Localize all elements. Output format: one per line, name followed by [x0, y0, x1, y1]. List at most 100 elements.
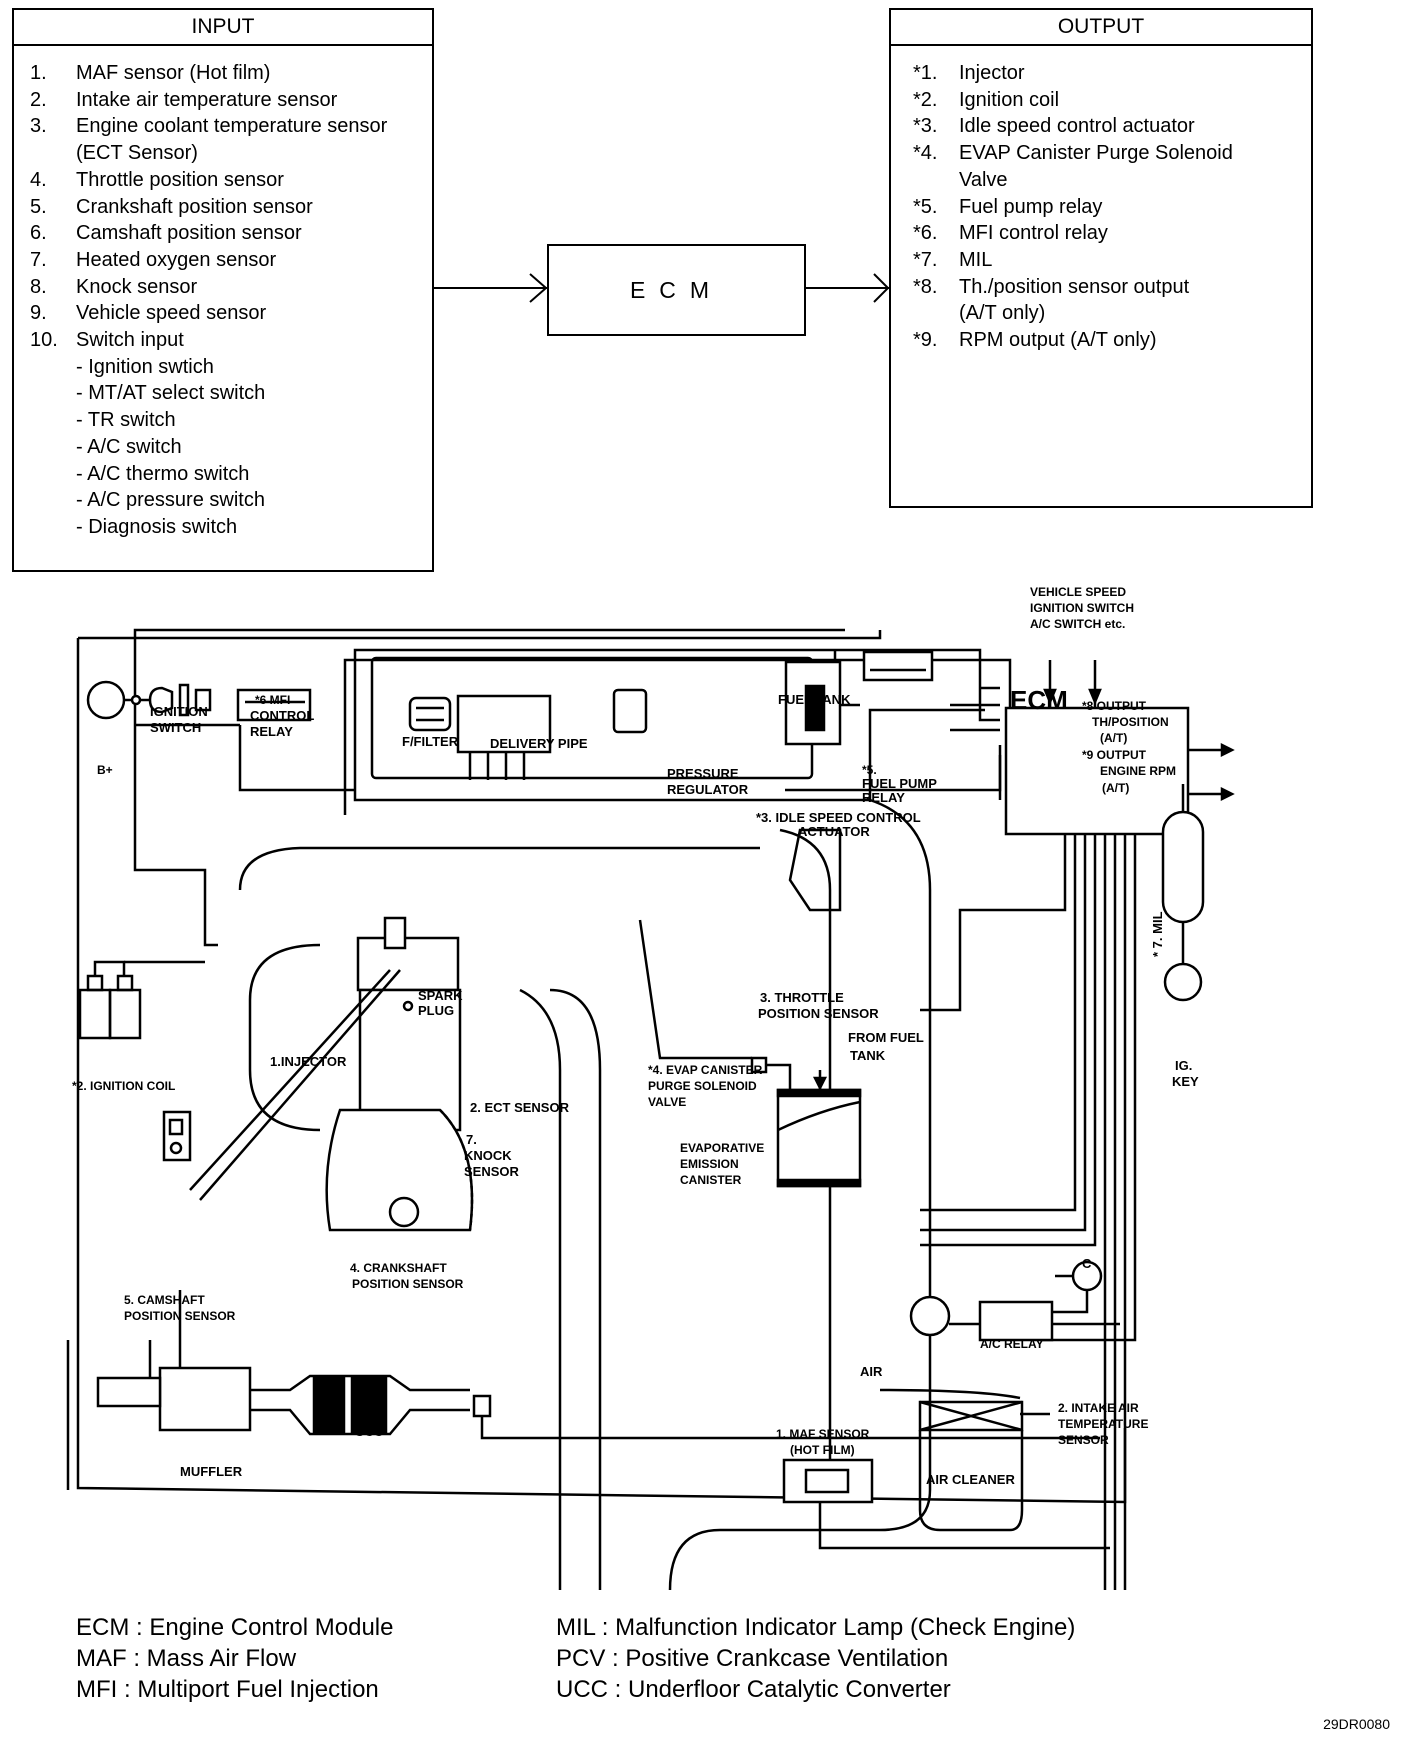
list-item-number	[913, 300, 959, 327]
list-item-text: Intake air temperature sensor	[76, 88, 338, 111]
abbr-maf: MAF : Mass Air Flow	[76, 1645, 297, 1672]
list-item: 7. Heated oxygen sensor	[30, 247, 432, 274]
list-item: 9.Vehicle speed sensor	[30, 300, 432, 327]
catalytic-converter	[250, 1374, 470, 1436]
list-item: 5. Crankshaft position sensor	[30, 194, 432, 221]
ecm-input-wires	[920, 834, 1167, 1590]
throttle-body	[788, 828, 842, 912]
input-list: 1. MAF sensor (Hot film) 2. Intake air temp…	[14, 46, 432, 541]
abbr-pcv: PCV : Positive Crankcase Ventilation	[556, 1645, 949, 1672]
ignition-coil-pack	[78, 960, 205, 1040]
list-item: - A/C thermo switch	[30, 461, 432, 488]
list-item-number: *1.	[913, 62, 938, 84]
mil-lamp	[1161, 810, 1205, 924]
list-item-number: *2.	[913, 88, 938, 111]
list-item-number: 8.	[30, 275, 47, 298]
list-item-text: MAF sensor (Hot film)	[76, 62, 271, 84]
list-item: *5.Fuel pump relay	[913, 194, 1311, 221]
list-item-number: *7.	[913, 248, 938, 271]
list-item: Valve	[913, 167, 1311, 194]
abbr-mil: MIL : Malfunction Indicator Lamp (Check …	[556, 1614, 1076, 1641]
list-item-number: *5.	[913, 195, 938, 218]
list-item-text: - A/C thermo switch	[76, 462, 250, 485]
list-item-number: 7.	[30, 248, 47, 271]
arrow-down-icon	[1043, 688, 1057, 706]
list-item-text: Crankshaft position sensor	[76, 195, 313, 218]
list-item: 1. MAF sensor (Hot film)	[30, 60, 432, 87]
list-item: *2. Ignition coil	[913, 87, 1311, 114]
list-item: *3. Idle speed control actuator	[913, 113, 1311, 140]
list-item-text: Heated oxygen sensor	[76, 248, 277, 271]
abbreviations-right: MIL : Malfunction Indicator Lamp (Check …	[556, 1612, 1075, 1705]
list-item: - Diagnosis switch	[30, 514, 432, 541]
delivery-pipe	[456, 694, 552, 754]
list-item: - A/C switch	[30, 434, 432, 461]
ecm-unit	[1004, 706, 1190, 836]
list-item-text: Knock sensor	[76, 275, 198, 298]
arrow-right-icon	[1220, 786, 1235, 802]
list-item: - MT/AT select switch	[30, 380, 432, 407]
output-box-title: OUTPUT	[891, 10, 1311, 46]
list-item: 4.Throttle position sensor	[30, 167, 432, 194]
abbr-mfi: MFI : Multiport Fuel Injection	[76, 1676, 379, 1703]
list-item: *6. MFI control relay	[913, 220, 1311, 247]
output-list: *1.Injector*2.Ignition coil*3.Idle speed…	[891, 46, 1311, 354]
muffler	[158, 1366, 252, 1432]
intake-manifold-pipe	[668, 798, 932, 1590]
list-item: 8. Knock sensor	[30, 274, 432, 301]
list-item-text: Vehicle speed sensor	[76, 302, 267, 325]
list-item: - A/C pressure switch	[30, 487, 432, 514]
list-item: (A/T only)	[913, 300, 1311, 327]
list-item-number: *3.	[913, 115, 938, 138]
engine-control-schematic	[66, 628, 1235, 1590]
list-item-text: Valve	[959, 168, 1008, 191]
list-item-text: - MT/AT select switch	[76, 382, 266, 405]
abbreviations-left: ECM : Engine Control Module MAF : Mass A…	[76, 1612, 393, 1705]
list-item-number	[913, 167, 959, 194]
list-item-number: 5.	[30, 195, 47, 218]
output-box: OUTPUT *1.Injector*2.Ignition coil*3.Idl…	[889, 8, 1313, 508]
list-item-text: Idle speed control actuator	[959, 115, 1195, 138]
output-arrowhead	[873, 273, 890, 303]
ac-battery-terminal	[909, 1295, 951, 1337]
list-item-number: 1.	[30, 62, 47, 84]
air-cleaner-filter	[918, 1400, 1024, 1432]
figure-code: 29DR0080	[1323, 1716, 1390, 1732]
ignition-key-icon	[140, 686, 174, 714]
fuel-pump	[804, 684, 826, 732]
pressure-regulator	[612, 688, 648, 734]
list-item-number: 10.	[30, 329, 58, 352]
list-item-number: 3.	[30, 115, 47, 138]
exhaust-pipe-outer	[238, 846, 760, 891]
list-item-text: EVAP Canister Purge Solenoid	[959, 142, 1233, 165]
list-item-text: Ignition coil	[959, 88, 1060, 111]
mfi-relay-symbol	[236, 688, 312, 722]
ac-relay-symbol	[978, 1300, 1054, 1342]
ecm-block: ECM	[547, 244, 806, 336]
list-item-number: *4.	[913, 142, 938, 165]
list-item: *4. EVAP Canister Purge Solenoid	[913, 140, 1311, 167]
list-item: *8.Th./position sensor output	[913, 274, 1311, 301]
exhaust-down-pipe	[549, 988, 602, 1590]
intake-pipe-inner	[779, 828, 832, 1470]
list-item-text: Camshaft position sensor	[76, 222, 302, 245]
arrow-right-icon	[1220, 742, 1235, 758]
top-arrows	[432, 273, 890, 303]
list-item-text: MFI control relay	[959, 222, 1108, 245]
list-item-number: *6.	[913, 222, 938, 245]
fuel-pump-relay-symbol	[862, 650, 934, 682]
air-cleaner-housing	[918, 1430, 1024, 1532]
input-box-title: INPUT	[14, 10, 432, 46]
input-box: INPUT 1. MAF sensor (Hot film) 2. Intake ai…	[12, 8, 434, 572]
list-item-text: - A/C pressure switch	[76, 489, 265, 512]
list-item-text: - TR switch	[76, 409, 176, 432]
list-item: 6.Camshaft position sensor	[30, 220, 432, 247]
arrow-down-icon	[812, 1076, 828, 1091]
list-item: - Ignition swtich	[30, 354, 432, 381]
list-item-number: 2.	[30, 88, 47, 111]
list-item-text: - A/C switch	[76, 435, 182, 458]
list-item-text: Engine coolant temperature sensor	[76, 115, 388, 138]
abbr-ecm: ECM : Engine Control Module	[76, 1614, 394, 1641]
ig-key-terminal	[1163, 962, 1203, 1002]
list-item-text: Switch input	[76, 329, 184, 352]
